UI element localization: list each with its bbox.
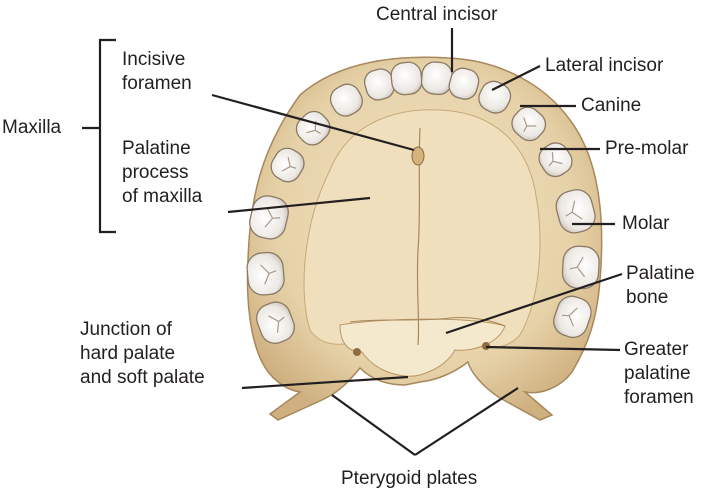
junction-label-line1: Junction of <box>80 319 172 340</box>
greater-palatine-foramen-label-line3: foramen <box>624 387 694 408</box>
canine-label: Canine <box>581 95 642 116</box>
tooth-premolar-right-2 <box>538 142 573 178</box>
palatine-process-label-line1: Palatine <box>122 138 191 159</box>
palatine-bone-region <box>339 318 506 377</box>
central-incisor-label: Central incisor <box>376 4 498 25</box>
leader-lines <box>82 28 623 456</box>
maxilla-label: Maxilla <box>2 117 62 138</box>
greater-palatine-foramen-label-line1: Greater <box>624 339 689 360</box>
tooth-molar-left-2 <box>246 251 285 296</box>
greater-palatine-foramen-label-line2: palatine <box>624 363 691 384</box>
tooth-premolar-left-2 <box>270 147 305 183</box>
incisive-foramen-label: Incisive foramen <box>122 48 192 96</box>
maxilla-bracket <box>98 38 116 234</box>
leader-greater-palatine-foramen <box>485 345 621 352</box>
palatine-process-label: Palatine process of maxilla <box>122 137 202 209</box>
incisive-foramen-label-line2: foramen <box>122 73 192 94</box>
junction-label-line2: hard palate <box>80 343 176 364</box>
tooth-lateral-incisor-right <box>448 67 480 100</box>
leader-palatine-process <box>227 196 371 214</box>
leader-junction <box>241 375 409 390</box>
palatine-process-label-line3: of maxilla <box>122 186 203 207</box>
leader-incisive-foramen <box>211 93 415 152</box>
incisive-foramen-label-line1: Incisive <box>122 49 186 70</box>
palatine-bone-label-line2: bone <box>626 287 669 308</box>
transverse-suture <box>349 317 506 327</box>
leader-pterygoid-left <box>331 394 416 456</box>
palatine-process-label-line2: process <box>122 162 189 183</box>
tooth-canine-right <box>478 80 512 114</box>
pterygoid-plates-label: Pterygoid plates <box>341 468 478 489</box>
lateral-incisor-label: Lateral incisor <box>545 55 664 76</box>
tooth-central-incisor-right <box>420 61 453 96</box>
leader-palatine-bone <box>445 272 623 335</box>
junction-label: Junction of hard palate and soft palate <box>80 318 205 390</box>
pre-molar-label: Pre-molar <box>605 138 689 159</box>
greater-palatine-foramen-left <box>353 348 361 356</box>
molar-label: Molar <box>622 213 670 234</box>
tooth-canine-left <box>329 83 363 117</box>
leader-lateral-incisor <box>491 65 541 91</box>
tooth-molar-right-3 <box>553 295 592 339</box>
palatine-bone-label: Palatine bone <box>626 262 695 310</box>
leader-pterygoid-right <box>414 387 519 456</box>
tooth-molar-left-3 <box>255 301 296 344</box>
greater-palatine-foramen-label: Greater palatine foramen <box>624 338 694 410</box>
tooth-molar-right-1 <box>555 189 596 234</box>
junction-label-line3: and soft palate <box>80 367 205 388</box>
tooth-premolar-right-1 <box>511 106 547 142</box>
incisive-foramen-mark <box>411 146 425 166</box>
palatine-bone-label-line1: Palatine <box>626 263 695 284</box>
tooth-molar-right-2 <box>561 245 600 290</box>
dental-arch <box>246 61 600 344</box>
tooth-central-incisor-left <box>390 61 423 96</box>
